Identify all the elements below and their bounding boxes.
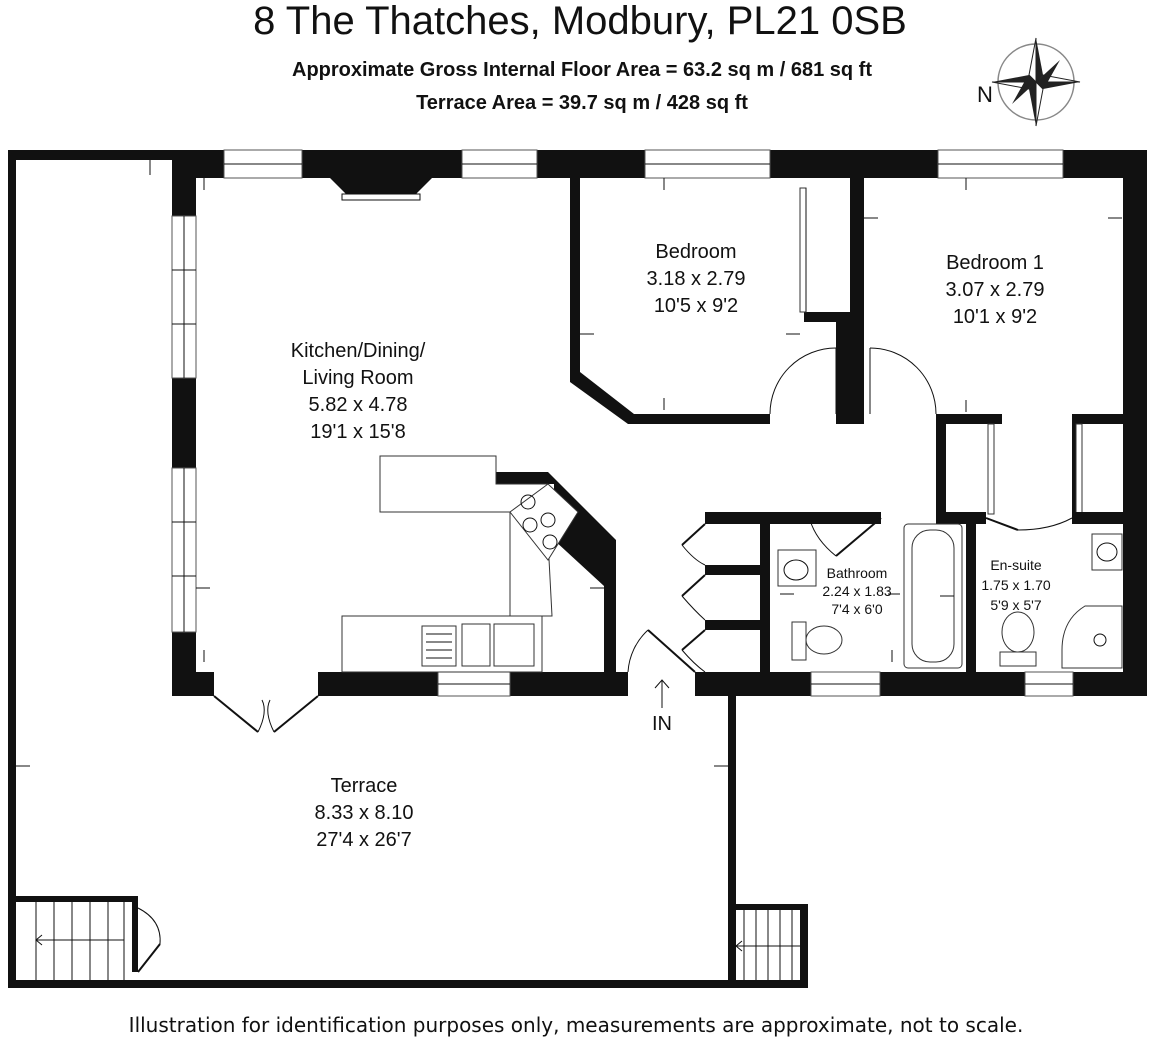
room-en-suite: En-suite 1.75 x 1.70 5'9 x 5'7 — [981, 557, 1050, 613]
stairs-left — [10, 896, 161, 980]
room-name-line-1: Kitchen/Dining/ — [291, 340, 426, 362]
kitchen-fittings — [341, 455, 579, 673]
room-bathroom: Bathroom 2.24 x 1.83 7'4 x 6'0 — [822, 565, 891, 617]
disclaimer-text: Illustration for identification purposes… — [129, 1013, 1024, 1037]
room-imperial: 10'5 x 9'2 — [654, 295, 738, 317]
stairs-right — [735, 910, 800, 980]
terrace-area-text: Terrace Area = 39.7 sq m / 428 sq ft — [416, 92, 748, 114]
entrance-label: IN — [652, 713, 672, 735]
compass-north-label: N — [977, 82, 993, 107]
room-metric: 5.82 x 4.78 — [309, 394, 408, 416]
room-metric: 1.75 x 1.70 — [981, 577, 1050, 593]
room-name: Bedroom — [655, 241, 736, 263]
bathroom-fittings — [777, 523, 1123, 669]
room-name: Terrace — [331, 775, 398, 797]
room-name-line-2: Living Room — [302, 367, 413, 389]
room-kitchen: Kitchen/Dining/ Living Room 5.82 x 4.78 … — [291, 340, 426, 443]
page-title: 8 The Thatches, Modbury, PL21 0SB — [253, 0, 907, 43]
room-imperial: 10'1 x 9'2 — [953, 306, 1037, 328]
room-metric: 3.18 x 2.79 — [647, 268, 746, 290]
room-name: En-suite — [990, 557, 1042, 573]
room-metric: 3.07 x 2.79 — [946, 279, 1045, 301]
floor-area-text: Approximate Gross Internal Floor Area = … — [292, 59, 872, 81]
room-imperial: 5'9 x 5'7 — [990, 597, 1041, 613]
room-name: Bedroom 1 — [946, 252, 1044, 274]
terrace-outline — [8, 150, 808, 988]
measure-ticks — [16, 160, 1122, 767]
room-imperial: 27'4 x 26'7 — [316, 829, 412, 851]
room-bedroom: Bedroom 3.18 x 2.79 10'5 x 9'2 — [647, 241, 746, 317]
entrance-arrow-icon — [654, 679, 670, 708]
compass-icon — [991, 37, 1081, 127]
room-name: Bathroom — [827, 565, 888, 581]
room-metric: 2.24 x 1.83 — [822, 583, 891, 599]
room-imperial: 7'4 x 6'0 — [831, 601, 882, 617]
room-imperial: 19'1 x 15'8 — [310, 421, 406, 443]
room-bedroom-1: Bedroom 1 3.07 x 2.79 10'1 x 9'2 — [946, 252, 1045, 328]
building-walls — [171, 149, 1147, 733]
room-metric: 8.33 x 8.10 — [315, 802, 414, 824]
room-terrace: Terrace 8.33 x 8.10 27'4 x 26'7 — [315, 775, 414, 851]
